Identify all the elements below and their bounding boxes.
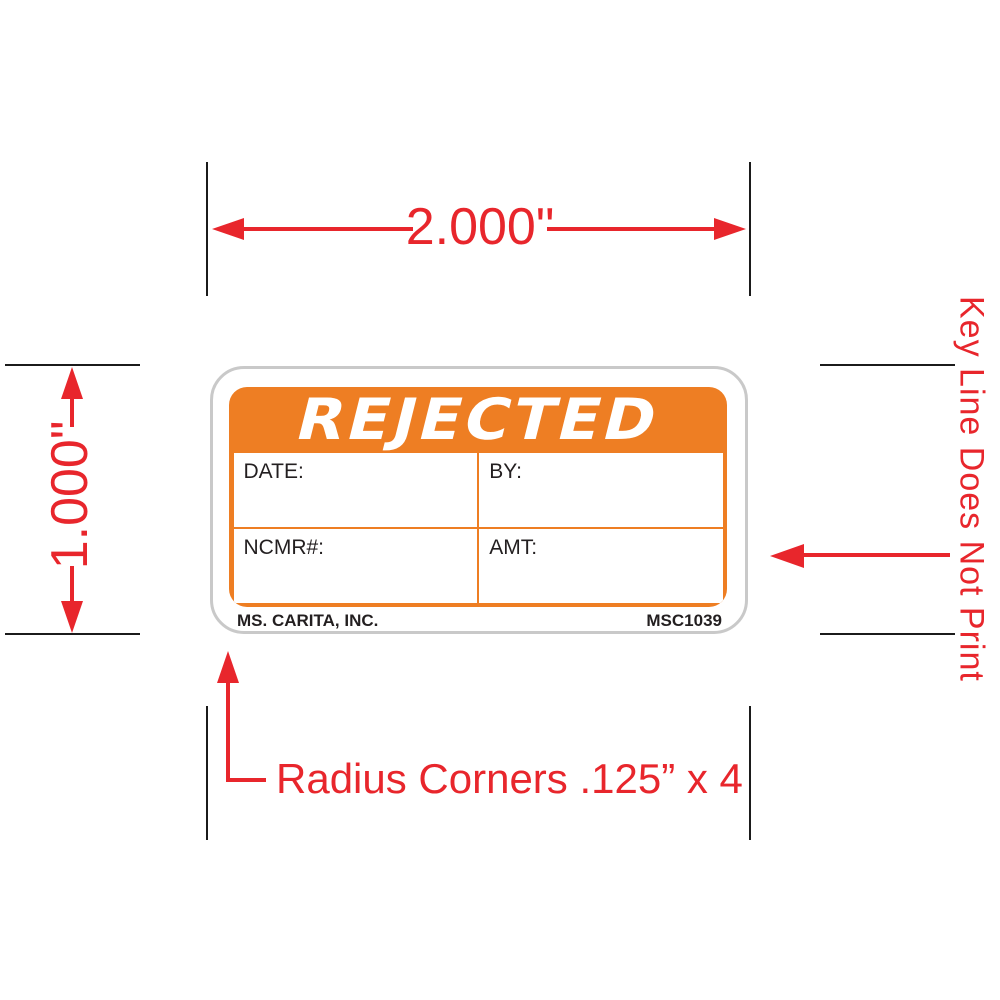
crop-mark-bottom-right (749, 706, 751, 840)
field-cell-ncmr: NCMR#: (233, 529, 477, 603)
crop-mark-right-bottom (820, 633, 955, 635)
field-cell-amt: AMT: (479, 529, 723, 603)
dimension-line (241, 227, 413, 231)
radius-note: Radius Corners .125” x 4 (276, 755, 743, 803)
keyline-note: Key Line Does Not Print (952, 296, 991, 682)
width-dimension-label: 2.000" (405, 197, 555, 256)
label-footer: MS. CARITA, INC. MSC1039 (237, 611, 722, 631)
label-field-grid: DATE: BY: NCMR#: AMT: (233, 453, 723, 603)
callout-line (226, 778, 266, 782)
callout-line (801, 553, 950, 557)
arrowhead-left-icon (212, 218, 244, 240)
field-cell-by: BY: (479, 453, 723, 527)
crop-mark-top-left (206, 162, 208, 296)
label-artwork: REJECTED DATE: BY: NCMR#: AMT: (229, 387, 727, 607)
dimension-line (70, 396, 74, 427)
crop-mark-right-top (820, 364, 955, 366)
crop-mark-left-top (5, 364, 140, 366)
crop-mark-bottom-left (206, 706, 208, 840)
arrowhead-right-icon (714, 218, 746, 240)
arrowhead-down-icon (61, 601, 83, 633)
company-name: MS. CARITA, INC. (237, 611, 379, 630)
arrowhead-up-icon (61, 367, 83, 399)
arrowhead-left-icon (770, 544, 804, 568)
callout-line (226, 680, 230, 782)
crop-mark-left-bottom (5, 633, 140, 635)
arrowhead-up-icon (217, 651, 239, 683)
crop-mark-top-right (749, 162, 751, 296)
height-dimension-label: 1.000" (41, 420, 99, 570)
dimension-line (547, 227, 717, 231)
item-number: MSC1039 (646, 611, 722, 630)
dimension-line (70, 566, 74, 604)
label-title: REJECTED (289, 387, 667, 453)
label-header-band: REJECTED (234, 387, 723, 453)
field-cell-date: DATE: (233, 453, 477, 527)
